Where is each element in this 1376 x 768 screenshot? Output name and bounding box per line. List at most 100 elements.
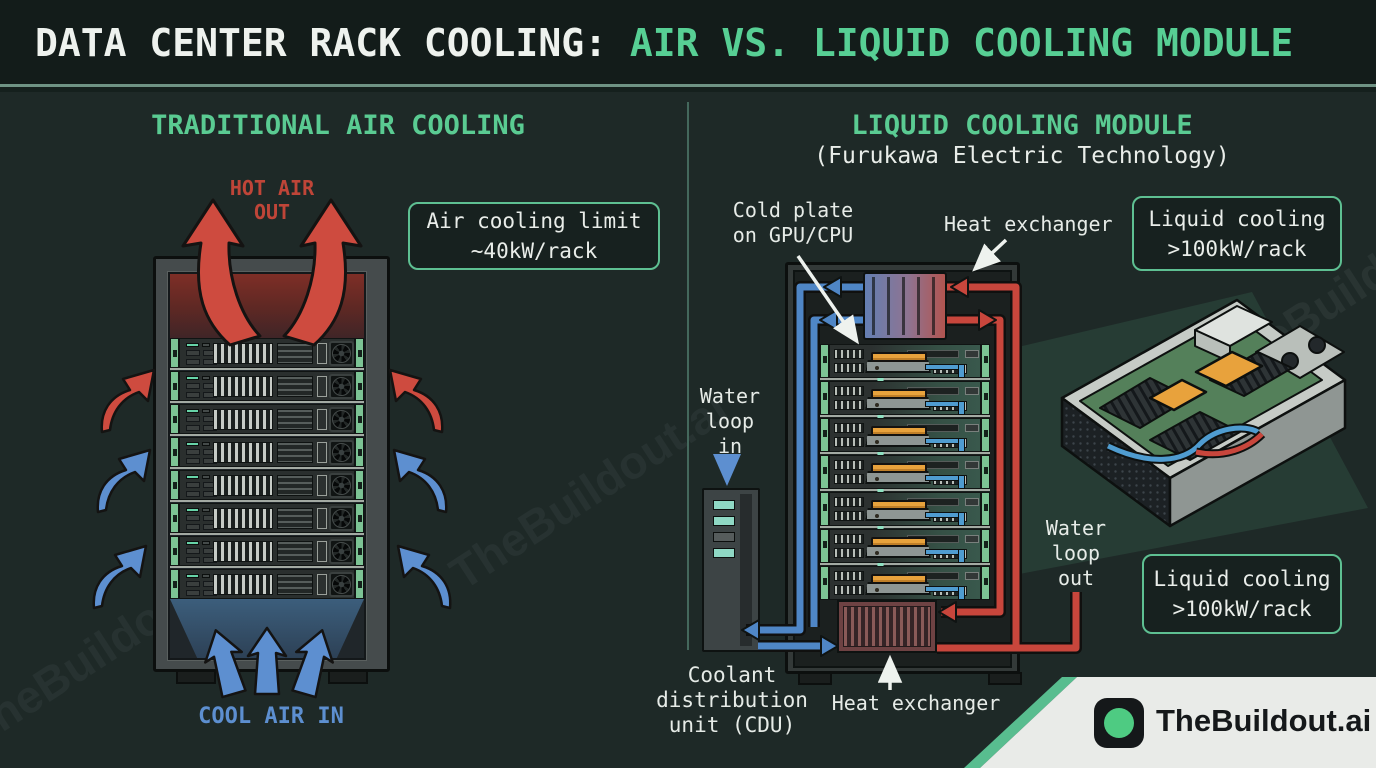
air-cooled-server xyxy=(170,536,364,566)
rack-rail xyxy=(821,456,830,488)
top-heat-exchanger xyxy=(863,272,947,340)
coolant-tube xyxy=(958,438,965,452)
status-led xyxy=(186,343,199,347)
coolant-tube xyxy=(958,586,965,600)
status-led xyxy=(186,442,199,446)
air-rack-opening xyxy=(167,271,367,661)
status-led xyxy=(202,475,210,479)
rack-rail xyxy=(980,382,989,414)
front-panel xyxy=(277,343,313,364)
drive-bay xyxy=(186,548,200,554)
title-right: AIR VS. LIQUID COOLING MODULE xyxy=(629,21,1294,65)
vent-slats xyxy=(834,400,864,410)
rack-rail xyxy=(354,570,363,598)
rack-rail xyxy=(171,570,180,598)
status-led xyxy=(186,541,199,545)
heat-exchanger-top-label: Heat exchanger xyxy=(944,212,1113,236)
fan-icon xyxy=(329,539,354,564)
vent-slats xyxy=(213,409,273,430)
front-panel xyxy=(277,442,313,463)
server-cold-plate xyxy=(1194,350,1264,388)
liquid-cooled-server xyxy=(820,418,990,477)
status-led xyxy=(202,541,210,545)
panel-insert xyxy=(317,376,327,397)
rack-rail xyxy=(354,372,363,400)
port-chip xyxy=(965,424,979,432)
panel-insert xyxy=(317,442,327,463)
vent-slats xyxy=(834,497,864,507)
port-chip xyxy=(965,350,979,358)
air-cooled-server xyxy=(170,569,364,599)
rack-rail xyxy=(171,504,180,532)
drive-bay xyxy=(186,581,200,587)
port-chip xyxy=(965,572,979,580)
panel-insert xyxy=(317,409,327,430)
rack-rail xyxy=(821,419,830,451)
status-led xyxy=(202,508,210,512)
heat-exchanger-bottom-label: Heat exchanger xyxy=(831,691,1001,715)
coolant-tube xyxy=(958,512,965,526)
watermark-text: TheBuildout.ai xyxy=(440,381,737,600)
drive-bay xyxy=(186,416,200,422)
water-loop-in-label: Water loop in xyxy=(699,384,761,458)
hot-air-zone xyxy=(170,274,364,338)
cold-plate xyxy=(871,463,927,473)
callout-line: ~40kW/rack xyxy=(470,239,598,263)
server-3d-illustration xyxy=(1060,298,1347,528)
rack-rail xyxy=(821,493,830,525)
rack-rail xyxy=(171,471,180,499)
front-panel xyxy=(277,508,313,529)
drive-bay xyxy=(186,524,200,530)
vent-slats xyxy=(834,363,864,373)
vent-slats xyxy=(213,508,273,529)
rack-rail xyxy=(354,438,363,466)
cold-plate xyxy=(871,426,927,436)
air-cooling-limit-callout: Air cooling limit ~40kW/rack xyxy=(408,202,660,270)
port-chip xyxy=(965,535,979,543)
rack-rail xyxy=(354,405,363,433)
server-cold-tube xyxy=(1106,425,1260,462)
vent-slats xyxy=(834,571,864,581)
air-cooled-rack xyxy=(153,256,390,672)
coolant-tube xyxy=(958,549,965,563)
rack-rail xyxy=(980,456,989,488)
rack-rail xyxy=(980,493,989,525)
cdu-indicator xyxy=(713,516,735,526)
cool-air-in-label: COOL AIR IN xyxy=(198,704,344,729)
port-chip xyxy=(965,387,979,395)
title-bar: DATA CENTER RACK COOLING: AIR VS. LIQUID… xyxy=(0,0,1376,87)
thebuildout-logo-icon xyxy=(1094,698,1144,748)
vent-slats xyxy=(834,349,864,359)
vent-slats xyxy=(213,376,273,397)
bottom-heat-exchanger xyxy=(837,600,937,653)
front-panel xyxy=(277,574,313,595)
page-title: DATA CENTER RACK COOLING: AIR VS. LIQUID… xyxy=(35,21,1293,65)
air-cooled-server xyxy=(170,503,364,533)
liquid-cooling-callout-bottom: Liquid cooling >100kW/rack xyxy=(1142,554,1342,634)
vent-slats xyxy=(834,511,864,521)
front-panel xyxy=(277,541,313,562)
fan-icon xyxy=(329,374,354,399)
fan-icon xyxy=(329,572,354,597)
rack-foot xyxy=(798,672,832,685)
vent-slats xyxy=(213,442,273,463)
cool-air-zone xyxy=(170,599,364,658)
water-loop-out-label: Water loop out xyxy=(1045,516,1107,590)
rack-rail xyxy=(171,537,180,565)
rack-rail xyxy=(354,339,363,367)
fan-icon xyxy=(329,506,354,531)
status-led xyxy=(202,409,210,413)
air-cooled-server xyxy=(170,338,364,368)
rack-rail xyxy=(171,339,180,367)
cdu-indicator xyxy=(713,532,735,542)
liquid-server-stack xyxy=(820,344,990,600)
air-server-stack xyxy=(170,338,364,599)
left-section-heading: TRADITIONAL AIR COOLING xyxy=(151,110,525,141)
drive-bay xyxy=(186,491,200,497)
status-led xyxy=(186,409,199,413)
callout-line: >100kW/rack xyxy=(1167,236,1307,261)
liquid-cooled-server xyxy=(820,344,990,403)
drive-bay xyxy=(186,590,200,596)
air-cooled-server xyxy=(170,470,364,500)
status-led xyxy=(186,574,199,578)
